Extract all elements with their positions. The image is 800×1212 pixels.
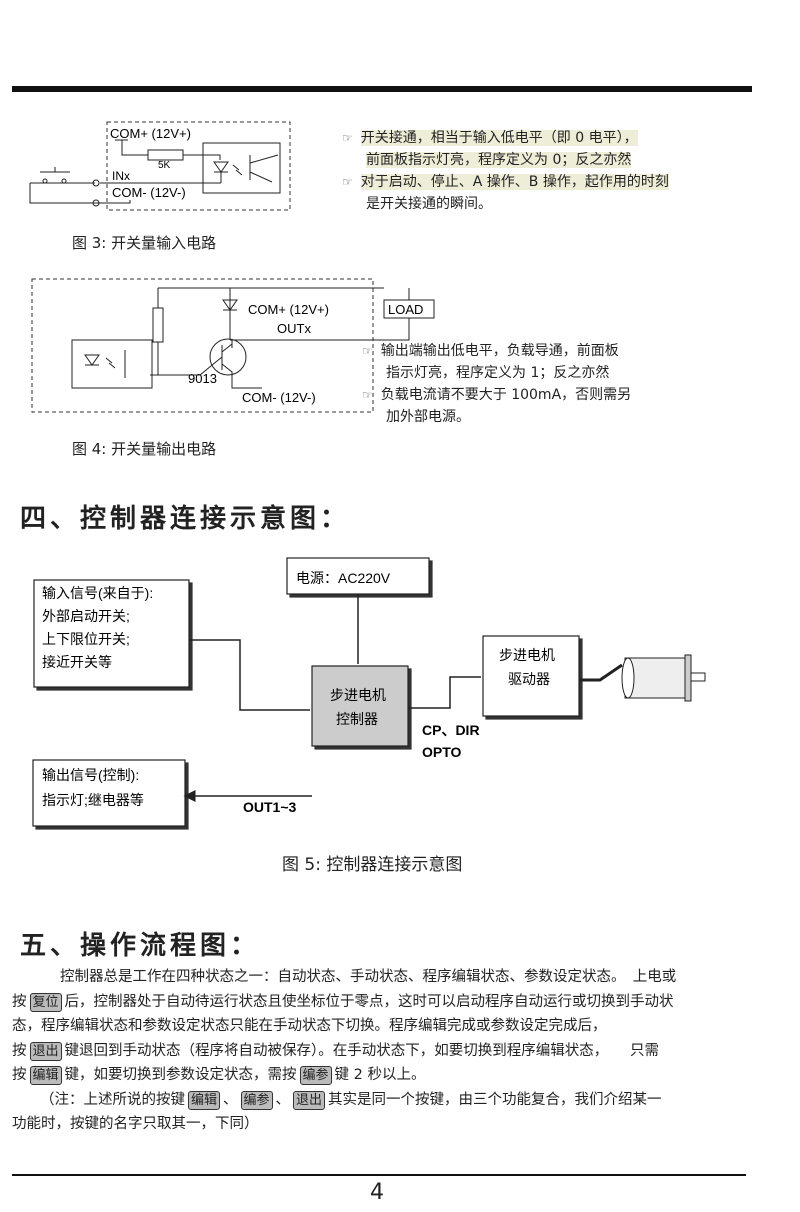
svg-text:INx: INx xyxy=(112,169,130,183)
fig4-caption: 图 4: 开关量输出电路 xyxy=(72,440,217,458)
pointing-hand-icon: ☞ xyxy=(342,175,353,189)
svg-text:CP、DIR: CP、DIR xyxy=(422,722,480,738)
controller-connection-diagram: 输入信号(来自于): 外部启动开关; 上下限位开关; 接近开关等 电源：AC22… xyxy=(32,557,706,827)
svg-text:OUTx: OUTx xyxy=(277,321,311,336)
param-key: 编参 xyxy=(240,1090,273,1110)
input-circuit-diagram: COM+ (12V+) INx COM- (12V-) 5K xyxy=(29,121,291,211)
svg-text:步进电机: 步进电机 xyxy=(330,687,386,703)
exit-key: 退出 xyxy=(293,1090,326,1110)
pointing-hand-icon: ☞ xyxy=(362,344,373,358)
svg-text:步进电机: 步进电机 xyxy=(499,647,555,663)
reset-key: 复位 xyxy=(29,992,62,1012)
pointing-hand-icon: ☞ xyxy=(362,388,373,402)
svg-text:OPTO: OPTO xyxy=(422,744,462,760)
section4-heading: 四、控制器连接示意图： xyxy=(20,504,351,534)
pointing-hand-icon: ☞ xyxy=(342,131,353,145)
page-number: 4 xyxy=(370,1180,384,1205)
output-circuit-diagram: LOAD COM+ (12V+) OUTx 9013 COM- (12V-) xyxy=(31,278,435,413)
bottom-rule xyxy=(12,1174,746,1176)
svg-text:控制器: 控制器 xyxy=(336,711,378,727)
paragraph-states: 控制器总是工作在四种状态之一：自动状态、手动状态、程序编辑状态、参数设定状态。 … xyxy=(12,969,677,1132)
svg-text:5K: 5K xyxy=(158,160,171,171)
exit-key: 退出 xyxy=(29,1041,62,1061)
svg-text:LOAD: LOAD xyxy=(388,302,423,317)
edit-key: 编辑 xyxy=(29,1066,62,1085)
svg-text:OUT1~3: OUT1~3 xyxy=(243,799,297,815)
svg-text:COM+ (12V+): COM+ (12V+) xyxy=(110,126,191,141)
edit-key: 编辑 xyxy=(188,1090,221,1110)
fig5-caption: 图 5: 控制器连接示意图 xyxy=(282,855,463,875)
svg-text:上下限位开关;: 上下限位开关; xyxy=(42,631,130,647)
svg-text:COM- (12V-): COM- (12V-) xyxy=(242,390,316,405)
fig3-notes: ☞开关接通，相当于输入低电平（即 0 电平）， 前面板指示灯亮，程序定义为 0；… xyxy=(342,130,669,212)
section5-heading: 五、操作流程图： xyxy=(20,931,261,961)
svg-text:驱动器: 驱动器 xyxy=(508,671,550,687)
svg-text:输入信号(来自于):: 输入信号(来自于): xyxy=(42,585,153,601)
svg-text:接近开关等: 接近开关等 xyxy=(42,654,112,670)
svg-text:指示灯;继电器等: 指示灯;继电器等 xyxy=(42,792,144,808)
svg-text:COM- (12V-): COM- (12V-) xyxy=(112,185,186,200)
top-rule xyxy=(12,86,752,92)
svg-text:输出信号(控制):: 输出信号(控制): xyxy=(42,767,139,783)
param-key: 编参 xyxy=(299,1066,332,1085)
svg-text:外部启动开关;: 外部启动开关; xyxy=(42,608,130,624)
fig3-caption: 图 3: 开关量输入电路 xyxy=(72,234,217,252)
fig4-notes: ☞输出端输出低电平，负载导通，前面板 指示灯亮，程序定义为 1；反之亦然 ☞负载… xyxy=(362,343,632,425)
svg-text:COM+ (12V+): COM+ (12V+) xyxy=(248,302,329,317)
svg-text:电源：AC220V: 电源：AC220V xyxy=(296,570,391,586)
